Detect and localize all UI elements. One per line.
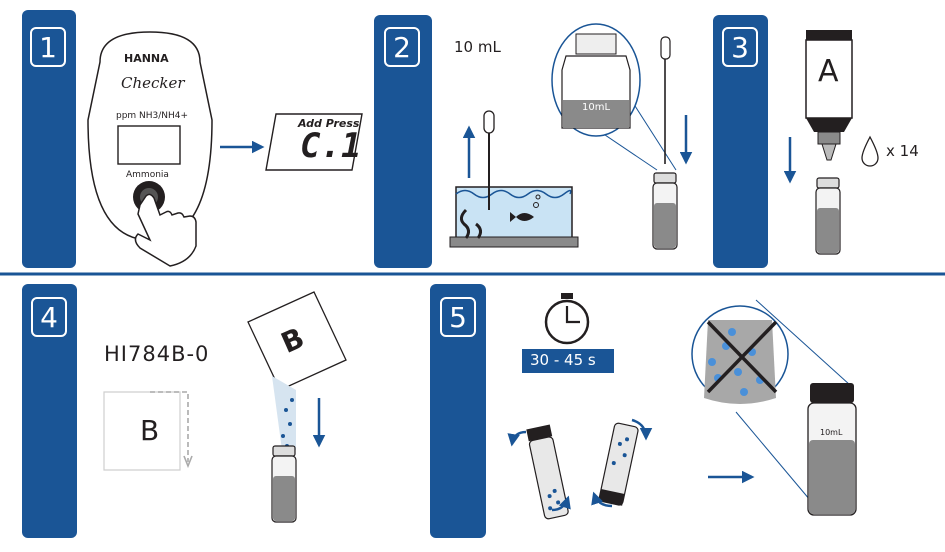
final-vial-mark: 10mL xyxy=(820,428,842,437)
step-number-5: 5 xyxy=(440,297,476,337)
packet-letter: B xyxy=(140,414,159,447)
meter-brand: HANNA xyxy=(124,52,169,65)
drop-icon xyxy=(862,137,878,166)
drop-count: x 14 xyxy=(886,142,919,160)
meter-parameter: Ammonia xyxy=(126,170,169,180)
step-number-4: 4 xyxy=(31,297,67,337)
fish-tank-icon xyxy=(450,187,578,247)
display-value: C.1 xyxy=(300,126,361,166)
meter-model: Checker xyxy=(121,74,185,92)
sample-vial xyxy=(653,173,677,249)
sample-vial xyxy=(816,178,840,254)
sample-vial xyxy=(272,446,296,522)
reagent-a-bottle xyxy=(806,30,852,160)
shaking-vials xyxy=(526,423,638,520)
bottle-zoom xyxy=(552,24,676,170)
step-number-2: 2 xyxy=(384,27,420,67)
meter-unit-label: ppm NH3/NH4+ xyxy=(116,111,188,121)
bottle-mark: 10mL xyxy=(582,102,610,113)
timer-label: 30 - 45 s xyxy=(530,351,596,369)
reagent-code: HI784B-0 xyxy=(104,342,209,366)
step-number-3: 3 xyxy=(722,27,758,67)
volume-label: 10 mL xyxy=(454,38,501,56)
packet-pour-icon xyxy=(248,292,346,450)
reagent-letter: A xyxy=(818,54,839,89)
timer-icon xyxy=(546,293,588,343)
final-vial xyxy=(808,383,856,515)
step-number-1: 1 xyxy=(30,27,66,67)
pipette-icon xyxy=(661,37,670,164)
